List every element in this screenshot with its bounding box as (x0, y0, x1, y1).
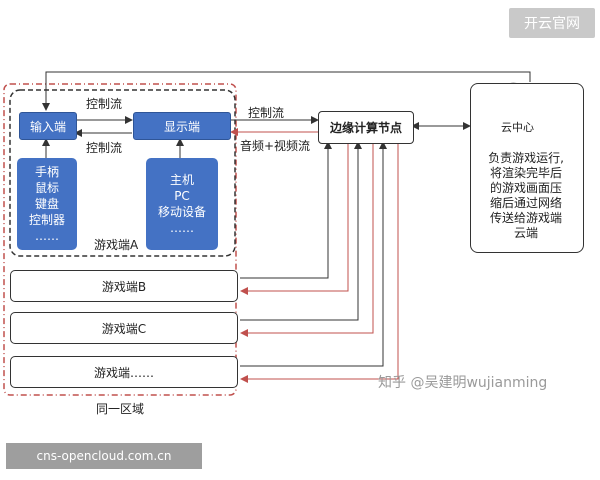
input-devices-box: 手柄 鼠标 键盘 控制器 …… (17, 158, 77, 250)
cloud-description: 负责游戏运行, 将渲染完毕后 的游戏画面压 缩后通过网络 传送给游戏端 云端 (470, 151, 582, 241)
client-b-label: 游戏端B (101, 279, 147, 294)
client-c-label: 游戏端C (101, 321, 147, 336)
input-device-item: 控制器 (28, 213, 65, 227)
control-flow-label-a-bottom: 控制流 (86, 141, 123, 155)
input-device-item: 键盘 (34, 197, 59, 211)
edge-node-box: 边缘计算节点 (318, 111, 414, 144)
display-device-item: PC (174, 189, 190, 203)
client-more-box: 游戏端…… (10, 356, 238, 388)
client-a-label: 游戏端A (94, 238, 139, 252)
cloud-description-line: 的游戏画面压 (489, 181, 562, 195)
watermark-top-right: 开云官网 (509, 8, 595, 38)
edge-node-label: 边缘计算节点 (329, 121, 402, 135)
cloud-center-label: 云中心 (501, 121, 534, 134)
display-terminal-label: 显示端 (163, 119, 200, 134)
cloud-description-line: 负责游戏运行, (488, 151, 564, 165)
client-more-label: 游戏端…… (93, 365, 154, 380)
display-terminal: 显示端 (133, 112, 231, 140)
cloud-description-line: 将渲染完毕后 (489, 166, 562, 180)
region-border (3, 83, 237, 396)
av-stream-label: 音频+视频流 (240, 139, 311, 153)
display-device-item: …… (170, 221, 194, 235)
input-device-item: …… (35, 229, 59, 243)
client-c-box: 游戏端C (10, 312, 238, 344)
control-flow-label-a-top: 控制流 (86, 97, 123, 111)
input-terminal-label: 输入端 (29, 119, 66, 134)
display-device-item: 移动设备 (157, 205, 206, 219)
watermark-bottom-left: cns-opencloud.com.cn (6, 443, 202, 469)
cloud-description-line: 传送给游戏端 (489, 211, 562, 225)
input-terminal: 输入端 (19, 112, 77, 140)
cloud-description-line: 云端 (513, 226, 538, 240)
display-devices-box: 主机 PC 移动设备 …… (146, 158, 218, 250)
cloud-description-line: 缩后通过网络 (489, 196, 562, 210)
edge-control-flow-label: 控制流 (248, 106, 285, 120)
client-b-box: 游戏端B (10, 270, 238, 302)
input-device-item: 鼠标 (34, 181, 59, 195)
cloud-center-box (470, 83, 584, 253)
input-device-item: 手柄 (34, 165, 59, 179)
region-label: 同一区域 (96, 402, 145, 416)
watermark-zhihu: 知乎 @吴建明wujianming (378, 375, 548, 391)
client-a-border (9, 89, 236, 257)
display-device-item: 主机 (169, 173, 194, 187)
